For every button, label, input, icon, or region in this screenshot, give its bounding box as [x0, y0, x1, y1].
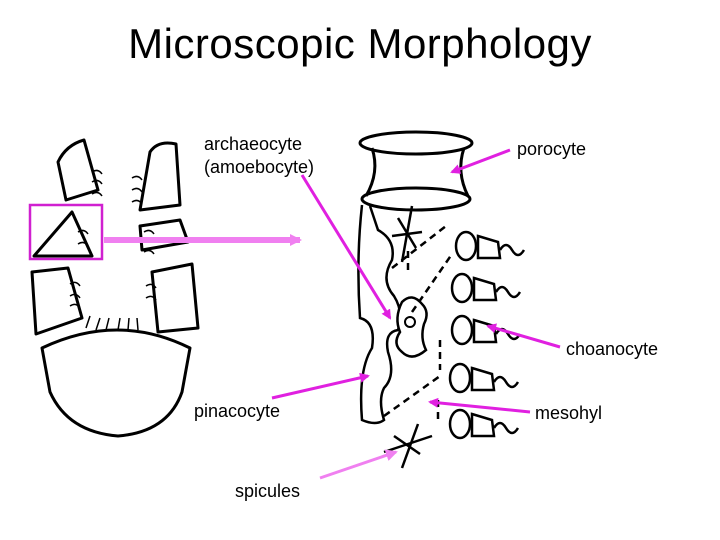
right-wall-low	[150, 262, 200, 334]
label-mesohyl: mesohyl	[535, 403, 603, 423]
left-wall-low	[30, 266, 84, 336]
label-spicules: spicules	[235, 481, 301, 501]
chamber-cells	[69, 169, 157, 331]
right-wall-top	[138, 141, 182, 212]
slide-title: Microscopic Morphology	[128, 20, 592, 67]
label-amoebocyte: (amoebocyte)	[204, 157, 315, 177]
flagella	[492, 243, 526, 435]
arrow-spicules	[319, 449, 398, 480]
arrow-mesohyl	[428, 397, 531, 414]
pinacocyte-wall	[357, 204, 402, 425]
left-wall-mid	[32, 210, 94, 258]
spicule-lower	[383, 423, 433, 469]
arrow-pinacocyte	[271, 372, 370, 400]
arrow-archaeocyte	[300, 174, 392, 320]
sponge-base	[40, 328, 192, 438]
label-pinacocyte: pinacocyte	[194, 401, 281, 421]
arrow-porocyte	[450, 148, 511, 174]
label-porocyte: porocyte	[517, 139, 587, 159]
spicule-upper	[391, 205, 423, 263]
label-archaeocyte: archaeocyte	[204, 134, 303, 154]
highlight-box	[28, 203, 104, 261]
arrow-choanocyte	[486, 323, 561, 349]
right-wall-mid	[138, 218, 190, 252]
sponge-body-section	[30, 138, 200, 438]
choanocyte-column	[448, 230, 502, 440]
archaeocyte-nucleus	[404, 316, 416, 328]
left-wall-top	[56, 138, 100, 202]
label-choanocyte: choanocyte	[566, 339, 659, 359]
